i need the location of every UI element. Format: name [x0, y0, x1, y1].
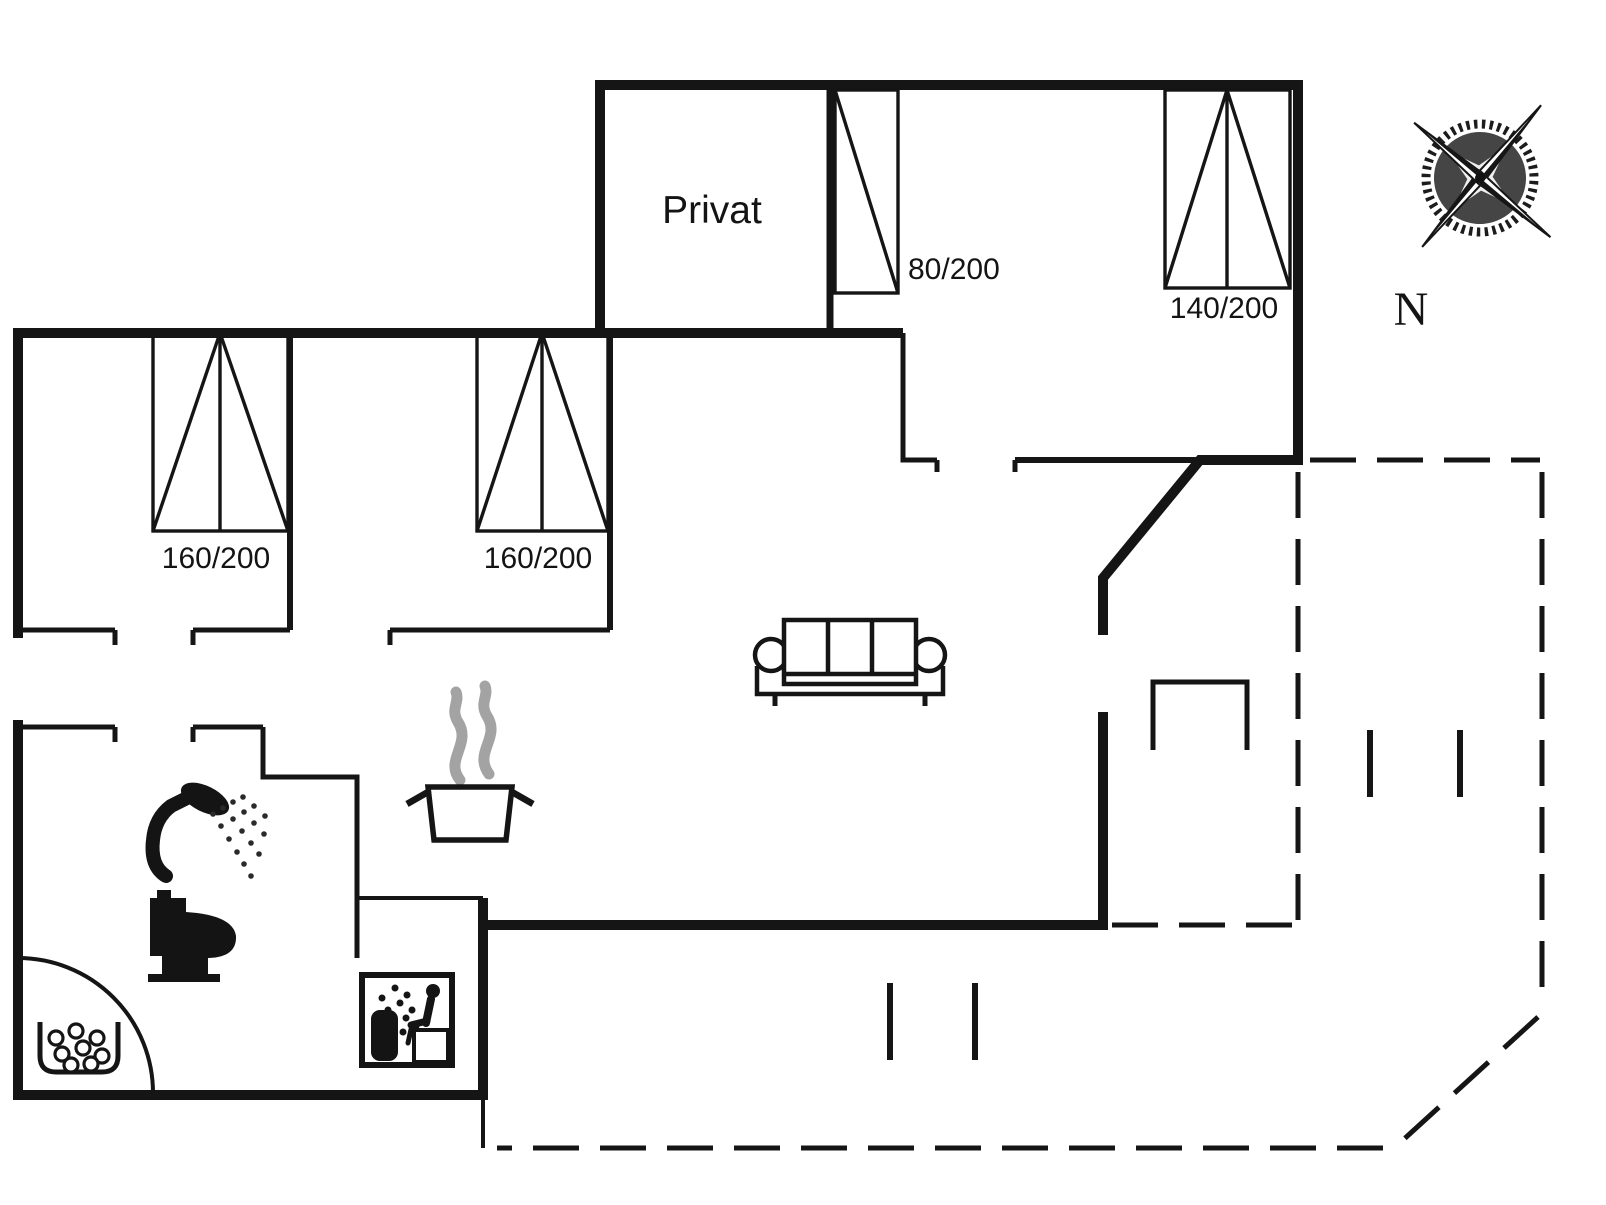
- room-label-privat: Privat: [662, 189, 762, 232]
- toilet-icon: [148, 890, 237, 982]
- cooking-pot-icon: [405, 680, 535, 843]
- steam-icon: [449, 686, 468, 786]
- bed-160x200-left: [151, 331, 290, 533]
- steam-icon: [478, 680, 497, 780]
- bed-80x200: [833, 88, 900, 295]
- door-swing-arc: [17, 956, 155, 1094]
- shower-icon: [145, 782, 268, 883]
- terrace-outline: [497, 457, 1545, 1152]
- sauna-icon: [359, 972, 455, 1068]
- sofa-icon: [752, 617, 948, 706]
- compass-north-label: N: [1394, 283, 1429, 336]
- terrace-table-icon: [1150, 679, 1250, 750]
- bed-160x200-mid: [475, 331, 610, 533]
- bed-label-160-200-left: 160/200: [162, 542, 270, 575]
- sink-bubbles-icon: [37, 1022, 121, 1075]
- bed-label-140-200: 140/200: [1170, 292, 1278, 325]
- bed-label-80-200: 80/200: [908, 253, 1000, 286]
- bed-label-160-200-mid: 160/200: [484, 542, 592, 575]
- bed-140x200: [1163, 88, 1292, 290]
- interior-walls: [17, 85, 1200, 1148]
- shower-spray-dots: [210, 794, 268, 879]
- compass-rose-icon: [1413, 104, 1552, 248]
